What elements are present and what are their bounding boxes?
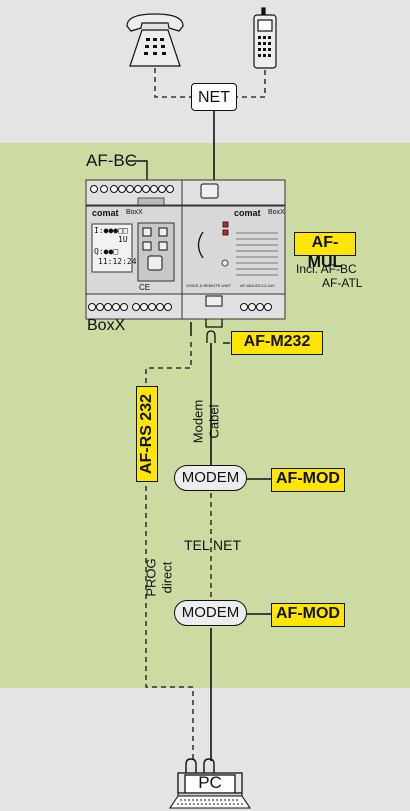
af-mod-tag-bottom: AF-MOD [271,603,345,627]
boxx-left-unit [85,179,183,320]
terminal-screws-top [90,185,174,193]
net-box: NET [191,83,237,111]
serial-connector-icon [205,319,223,343]
af-mul-tag: AF-MUL [294,232,356,271]
mul-unit-label: AF-MUL/DC12-24V [240,283,275,288]
phone-connections [154,68,266,98]
lcd-line-2: 1U [118,235,128,244]
modem-bottom: MODEM [174,600,247,626]
prog-direct-line [145,342,194,761]
modem-cabel-label-line1: Modem [190,399,206,444]
pc-connector-icon [185,758,215,773]
lcd-line-1: I:●●●□□ [94,226,128,235]
serial-port-icon [205,295,223,307]
voice-unit-label: VOICE & REMOTE UNIT [186,283,231,288]
lcd-line-3: Q:●●□ [94,247,119,256]
terminal-screws-bottom [88,303,172,311]
prog-direct-label-line1: PROG [143,558,159,597]
ce-mark: CE [139,283,151,292]
keyboard-icon [168,792,252,809]
bus-connector [137,197,165,206]
lcd-line-4: 11:12:24 [98,257,137,266]
af-m232-tag: AF-M232 [231,331,323,355]
prog-direct-label-line2: direct [159,561,175,594]
speaker-grille [236,232,278,276]
phone-port-icon [200,183,219,199]
modem-top: MODEM [174,465,247,491]
device-brand-left: comat [92,208,119,218]
incl-af-atl-label: AF-ATL [322,276,363,290]
pc-label: PC [198,773,222,792]
mobile-phone-icon [253,7,277,69]
desk-phone-icon [126,13,184,67]
device-model-left: BoxX [126,209,143,216]
modem-cabel-label-line2: Cabel [206,404,222,439]
device-model-right: BoxX [268,209,285,216]
incl-af-bc-label: Incl. AF-BC [296,262,357,276]
device-brand-right: comat [234,208,261,218]
af-bc-pointer [128,160,148,182]
terminal-screws-right [240,303,272,311]
af-mod-tag-top: AF-MOD [271,468,345,492]
led-indicators [221,221,229,267]
microphone-icon [197,231,204,259]
boxx-label: BoxX [87,317,126,334]
device-keypad [142,227,168,271]
af-rs232-tag: AF-RS 232 [136,386,158,482]
af-mul-unit [181,179,286,320]
af-bc-label: AF-BC [86,151,137,170]
tel-net-label: TEL NET [184,537,242,553]
pc-monitor-icon [177,772,243,794]
